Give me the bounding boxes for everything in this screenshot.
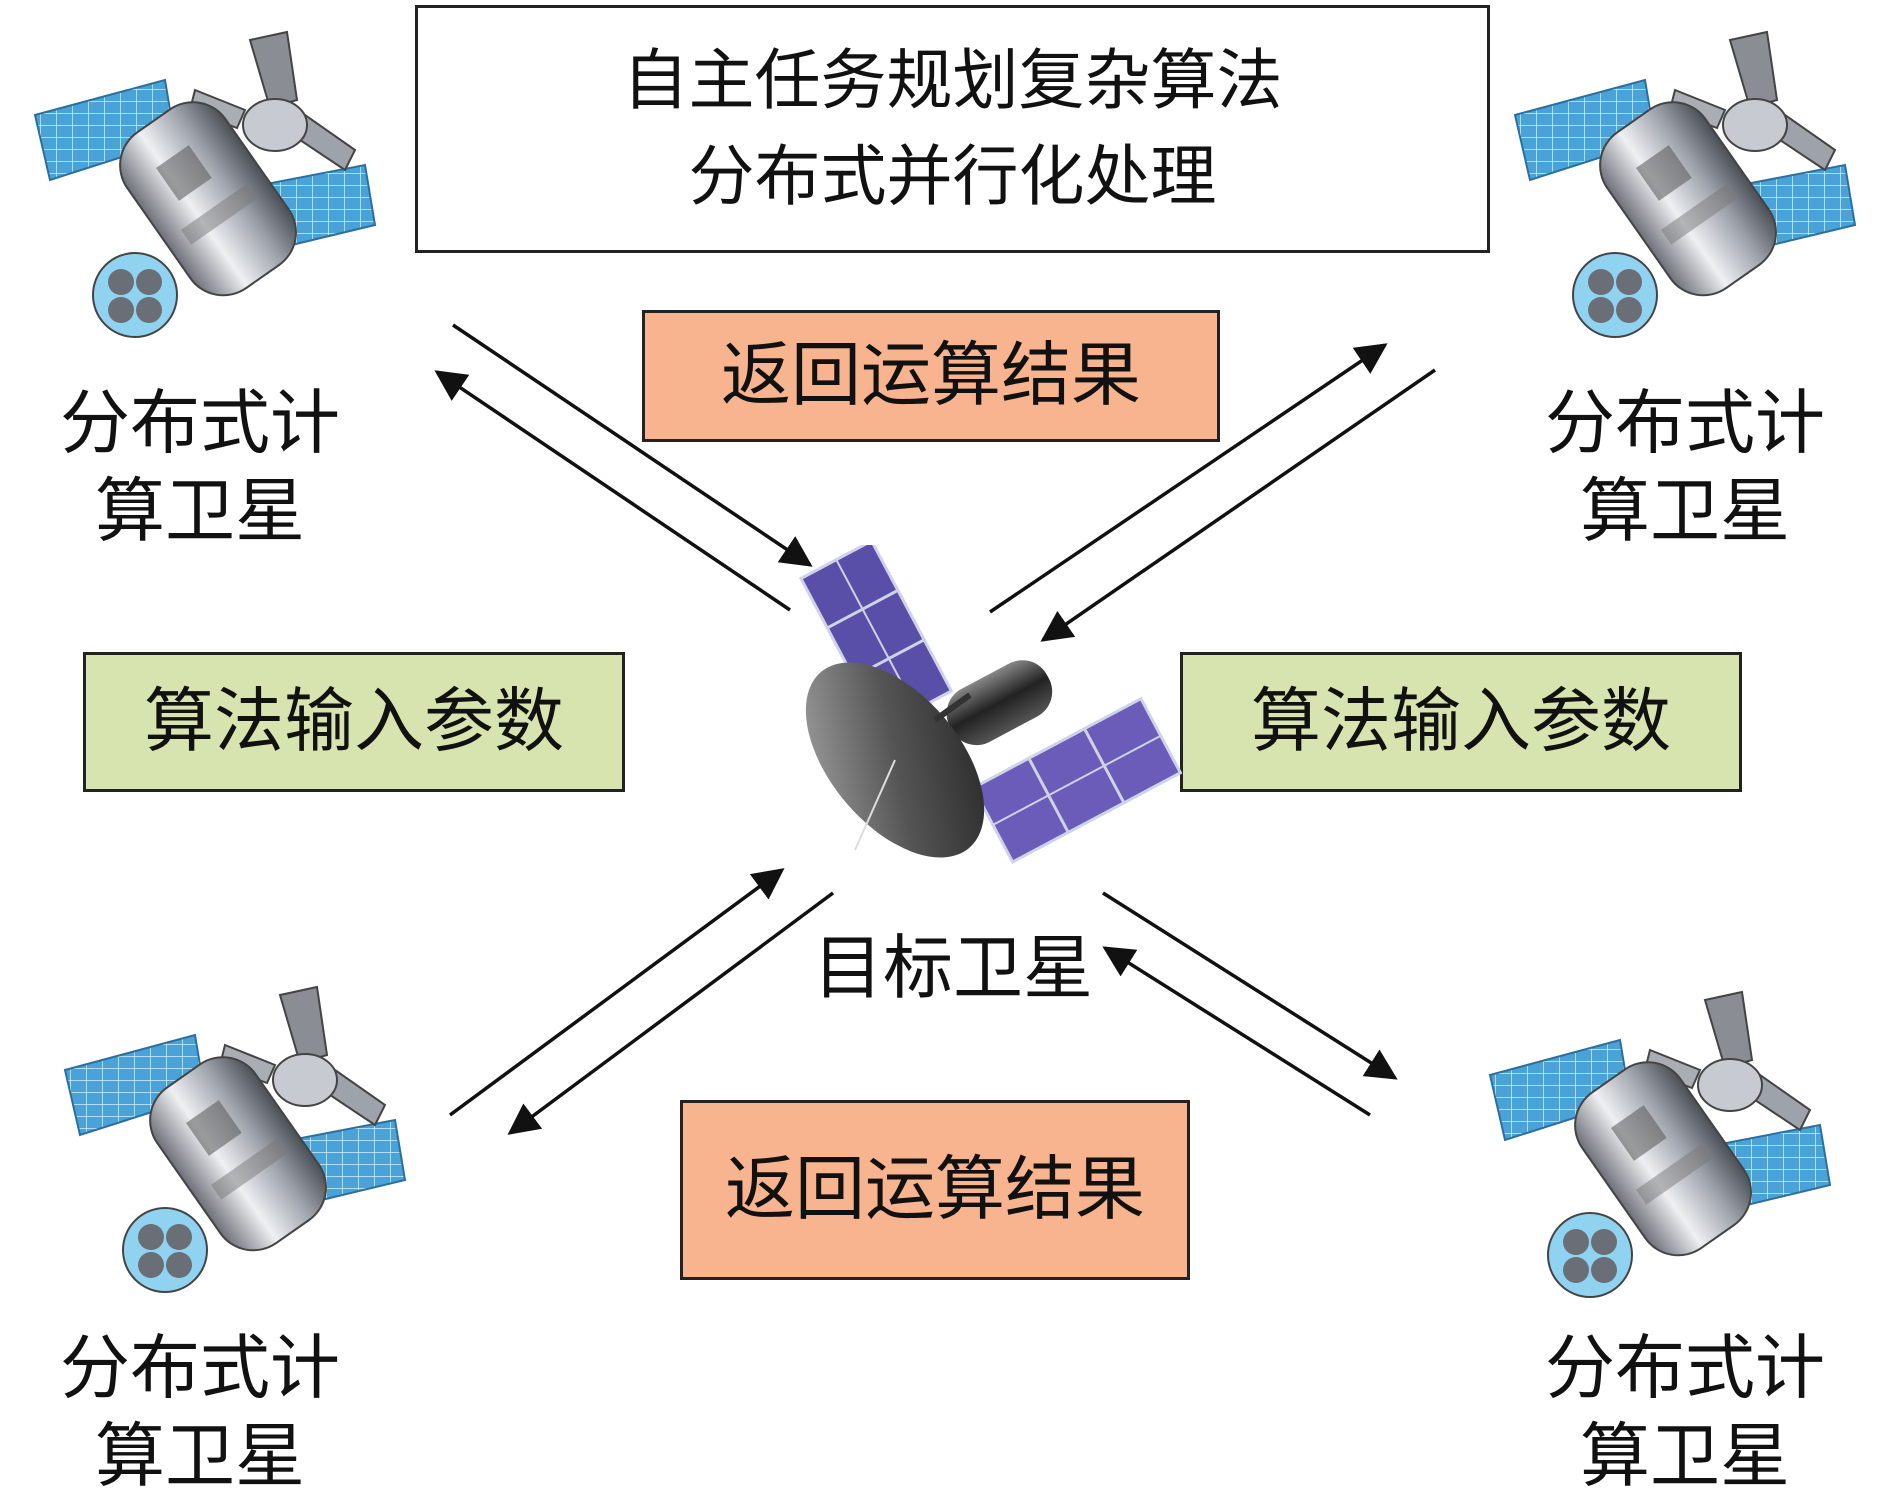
title-line-2: 分布式并行化处理 xyxy=(689,129,1217,225)
target-satellite-label: 目标卫星 xyxy=(813,925,1093,1013)
arrow-br-to-target xyxy=(1105,948,1370,1115)
input-params-box-left: 算法输入参数 xyxy=(83,652,625,792)
input-params-right-label: 算法输入参数 xyxy=(1251,671,1671,773)
title-box: 自主任务规划复杂算法 分布式并行化处理 xyxy=(415,5,1490,253)
label-line: 分布式计 xyxy=(50,380,350,468)
arrow-bl-to-target xyxy=(450,870,782,1115)
arrow-target-to-bl xyxy=(510,893,833,1133)
title-line-1: 自主任务规划复杂算法 xyxy=(623,33,1283,129)
compute-satellite-label-bottom-right: 分布式计 算卫星 xyxy=(1535,1325,1835,1500)
label-line: 算卫星 xyxy=(1535,468,1835,556)
label-line: 分布式计 xyxy=(1535,1325,1835,1413)
return-results-box-bottom: 返回运算结果 xyxy=(680,1100,1190,1280)
label-line: 分布式计 xyxy=(1535,380,1835,468)
return-results-box-top: 返回运算结果 xyxy=(642,310,1220,442)
input-params-left-label: 算法输入参数 xyxy=(144,671,564,773)
return-results-top-label: 返回运算结果 xyxy=(721,325,1141,427)
compute-satellite-icon-bottom-right xyxy=(1480,990,1850,1310)
return-results-bottom-label: 返回运算结果 xyxy=(725,1139,1145,1241)
label-line: 算卫星 xyxy=(50,468,350,556)
label-line: 分布式计 xyxy=(50,1325,350,1413)
input-params-box-right: 算法输入参数 xyxy=(1180,652,1742,792)
compute-satellite-icon-bottom-left xyxy=(55,985,425,1305)
label-line: 算卫星 xyxy=(50,1413,350,1500)
target-satellite-icon xyxy=(795,545,1205,890)
compute-satellite-label-bottom-left: 分布式计 算卫星 xyxy=(50,1325,350,1500)
arrow-target-to-br xyxy=(1103,893,1395,1078)
compute-satellite-label-top-right: 分布式计 算卫星 xyxy=(1535,380,1835,555)
compute-satellite-icon-top-left xyxy=(25,30,395,350)
label-line: 算卫星 xyxy=(1535,1413,1835,1500)
compute-satellite-icon-top-right xyxy=(1505,30,1875,350)
compute-satellite-label-top-left: 分布式计 算卫星 xyxy=(50,380,350,555)
